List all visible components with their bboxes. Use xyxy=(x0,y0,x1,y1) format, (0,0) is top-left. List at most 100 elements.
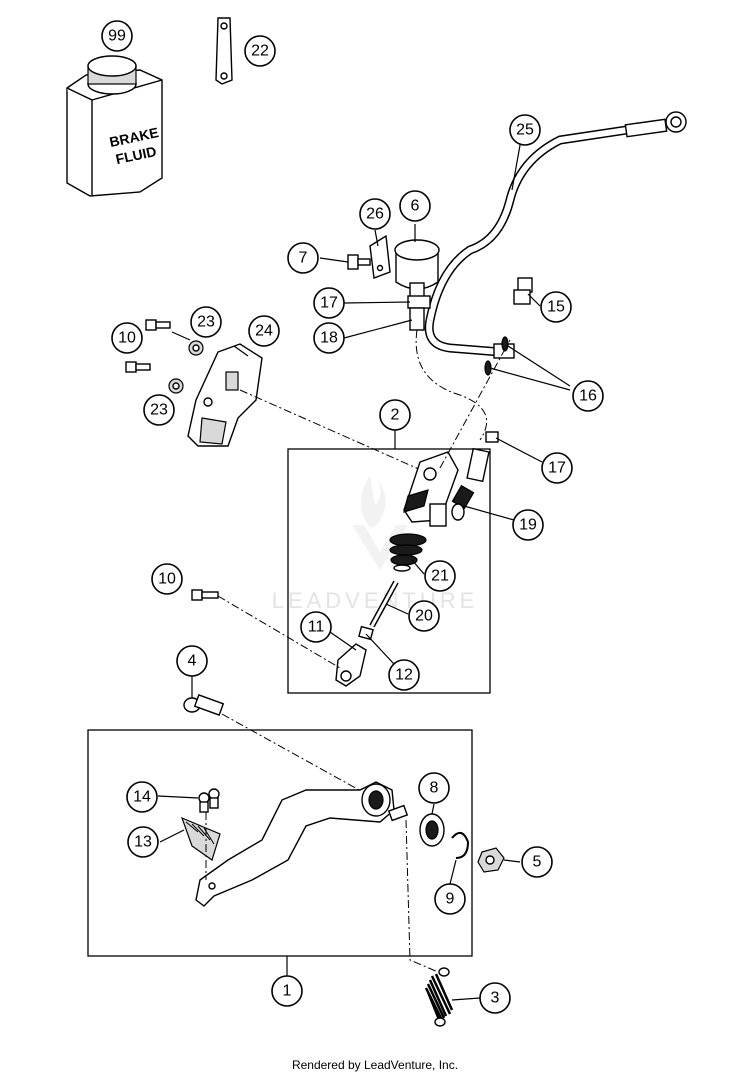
bolt-lower xyxy=(125,361,151,373)
leader-8 xyxy=(431,803,435,815)
callout-26: 26 xyxy=(359,198,391,230)
clevis xyxy=(335,643,367,687)
svg-text:23: 23 xyxy=(197,314,215,331)
svg-text:99: 99 xyxy=(108,28,126,45)
leader-7 xyxy=(319,257,349,263)
hose-clamp-lower xyxy=(466,431,499,483)
leader-26 xyxy=(374,229,379,247)
callout-4: 4 xyxy=(176,645,208,677)
callout-6: 6 xyxy=(399,190,431,222)
brake-fluid-bottle: BRAKE FLUID xyxy=(66,55,163,197)
svg-text:21: 21 xyxy=(431,568,449,585)
leader-21 xyxy=(411,559,425,575)
svg-text:24: 24 xyxy=(255,323,273,340)
master-cylinder xyxy=(403,451,459,527)
leader-19 xyxy=(463,505,515,521)
callout-20: 20 xyxy=(408,600,440,632)
callout-12: 12 xyxy=(388,659,420,691)
leader-17b xyxy=(495,437,543,463)
callout-5: 5 xyxy=(521,846,553,878)
callout-17-upper: 17 xyxy=(313,287,345,319)
footer-credit: Rendered by LeadVenture, Inc. xyxy=(291,1058,459,1072)
svg-text:14: 14 xyxy=(133,789,151,806)
callout-16: 16 xyxy=(572,380,604,412)
svg-text:17: 17 xyxy=(320,295,338,312)
svg-text:1: 1 xyxy=(283,983,292,1000)
callout-15: 15 xyxy=(540,291,572,323)
return-spring xyxy=(405,819,454,1027)
leader-24 xyxy=(233,345,249,357)
nut-lower xyxy=(168,378,184,394)
clevis-axis xyxy=(217,595,341,669)
callout-13: 13 xyxy=(127,826,159,858)
leader-11 xyxy=(329,631,357,651)
callout-9: 9 xyxy=(434,883,466,915)
svg-text:17: 17 xyxy=(548,460,566,477)
bolt-upper xyxy=(145,319,171,331)
banjo-bolt xyxy=(513,277,533,305)
svg-text:19: 19 xyxy=(519,517,537,534)
leader-14 xyxy=(157,795,199,799)
svg-text:4: 4 xyxy=(188,653,197,670)
master-cylinder-group-box xyxy=(287,448,491,694)
heel-guard xyxy=(187,343,263,447)
svg-text:11: 11 xyxy=(308,619,325,636)
callout-7: 7 xyxy=(287,242,319,274)
bleeder-fitting xyxy=(451,484,475,521)
leader-23a xyxy=(171,331,191,341)
callout-3: 3 xyxy=(479,982,511,1014)
sealing-washers xyxy=(484,336,509,376)
svg-text:2: 2 xyxy=(391,407,400,424)
callout-99: 99 xyxy=(101,20,133,52)
rod-nut xyxy=(358,625,374,641)
leader-3 xyxy=(451,997,481,1001)
callout-2: 2 xyxy=(379,399,411,431)
pivot-bolt xyxy=(183,694,225,716)
callout-11: 11 xyxy=(300,611,332,643)
rubber-boot xyxy=(389,533,427,572)
leader-13 xyxy=(159,829,185,843)
hose-clamp-upper xyxy=(407,295,431,309)
callout-17-lower: 17 xyxy=(541,452,573,484)
clevis-bolt xyxy=(191,589,219,601)
callout-23-lower: 23 xyxy=(143,394,175,426)
svg-text:15: 15 xyxy=(547,299,565,316)
pivot-axis xyxy=(221,713,371,797)
watermark-text: LEADVENTURE xyxy=(272,588,479,613)
pedal-bearing xyxy=(419,813,445,847)
svg-text:13: 13 xyxy=(134,834,152,851)
callout-25: 25 xyxy=(509,114,541,146)
svg-text:8: 8 xyxy=(430,780,439,797)
push-rod xyxy=(369,580,399,628)
pivot-nut xyxy=(477,847,505,873)
svg-text:5: 5 xyxy=(533,854,542,871)
leader-9 xyxy=(449,859,457,885)
svg-text:10: 10 xyxy=(118,330,136,347)
svg-text:10: 10 xyxy=(158,571,176,588)
leader-18 xyxy=(343,319,413,339)
callout-10-upper: 10 xyxy=(111,322,143,354)
svg-text:9: 9 xyxy=(446,891,455,908)
svg-text:7: 7 xyxy=(299,250,308,267)
reservoir-bracket xyxy=(369,234,391,279)
svg-text:23: 23 xyxy=(150,402,168,419)
leader-15 xyxy=(527,293,541,307)
leader-17a xyxy=(343,301,411,304)
guard-axis xyxy=(239,389,431,475)
leader-12 xyxy=(365,633,395,665)
svg-text:26: 26 xyxy=(366,206,384,223)
svg-text:18: 18 xyxy=(320,330,338,347)
pedal-step xyxy=(180,816,221,861)
callout-21: 21 xyxy=(424,560,456,592)
callout-22: 22 xyxy=(244,35,276,67)
leader-16a xyxy=(507,345,571,387)
circlip xyxy=(451,831,470,859)
svg-text:12: 12 xyxy=(395,667,413,684)
step-screws xyxy=(198,788,220,813)
callout-1: 1 xyxy=(271,975,303,1007)
brake-pedal xyxy=(195,781,409,907)
callout-19: 19 xyxy=(512,509,544,541)
reservoir-screw xyxy=(347,254,371,270)
leader-5 xyxy=(503,859,521,863)
callout-14: 14 xyxy=(126,781,158,813)
